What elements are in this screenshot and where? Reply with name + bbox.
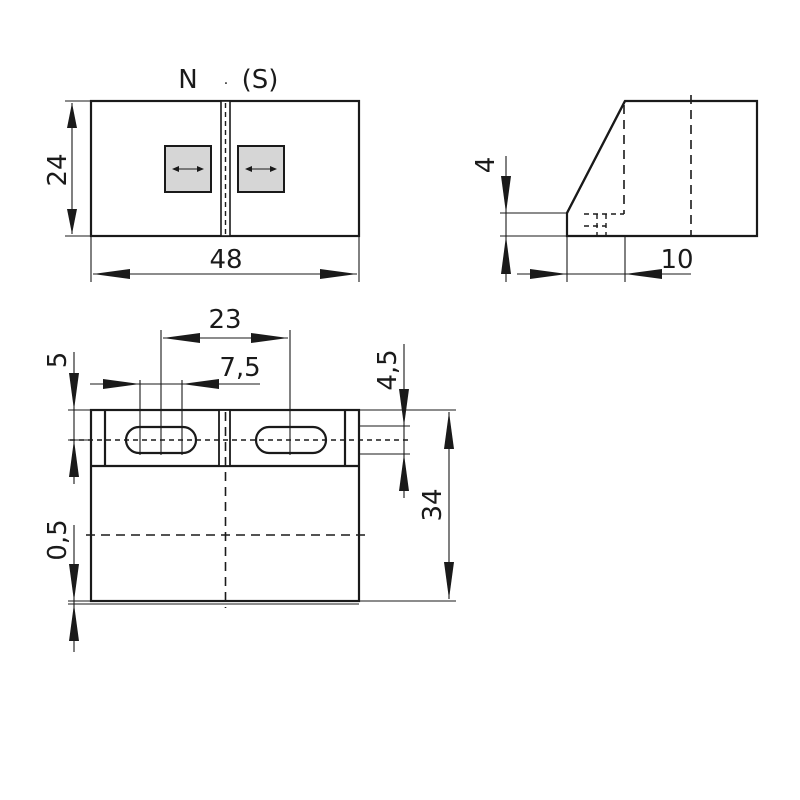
dim-height-label: 24 (43, 153, 73, 186)
dim-depth-label: 10 (660, 245, 693, 275)
pole-dot-label: . (224, 72, 228, 88)
dim-slot-offset-label: 5 (43, 352, 73, 369)
magnet-left (164, 145, 212, 193)
dim-slot-height-label: 4,5 (373, 349, 403, 390)
bottom-view: 23 7,5 5 4,5 34 0,5 (43, 305, 456, 652)
dim-width-label: 48 (209, 245, 242, 275)
side-view: 4 10 (471, 95, 759, 282)
pole-north-label: N (178, 65, 197, 95)
front-view: N . (S) 24 48 (43, 65, 361, 282)
dim-slot-length-label: 7,5 (219, 353, 260, 383)
side-view-outline (565, 99, 759, 238)
magnet-right (237, 145, 285, 193)
dim-step-label: 4 (471, 157, 501, 174)
dim-slot-spacing-label: 23 (208, 305, 241, 335)
dim-thickness-label: 0,5 (43, 519, 73, 560)
pole-south-label: (S) (242, 65, 279, 95)
dim-total-height-label: 34 (418, 488, 448, 521)
